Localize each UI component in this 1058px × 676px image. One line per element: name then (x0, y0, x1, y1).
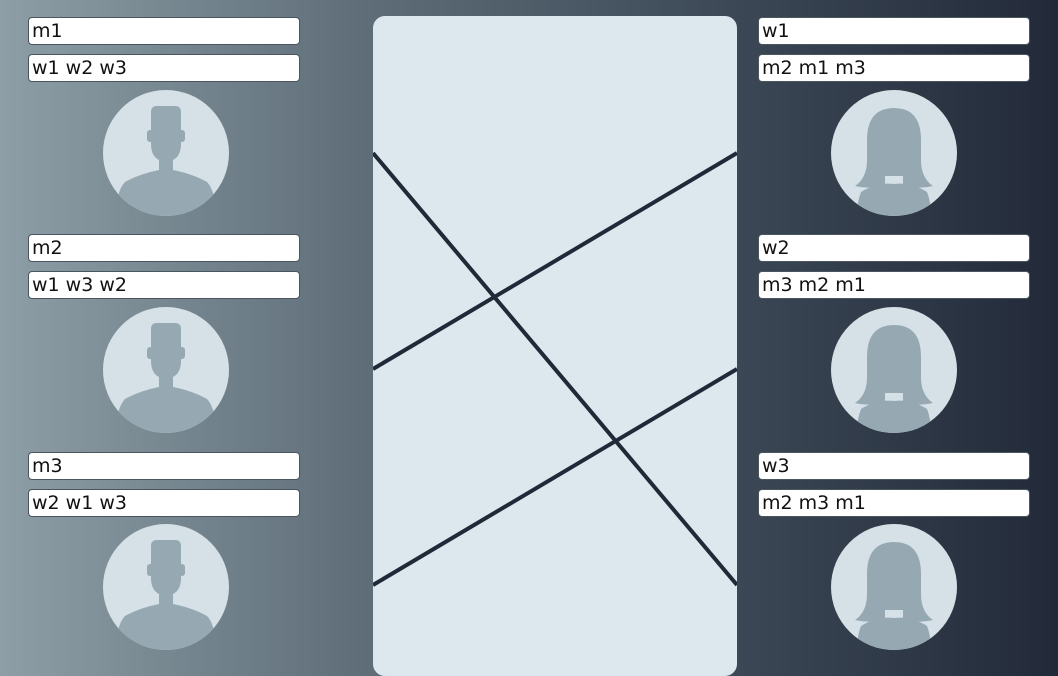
woman-preferences-field-2[interactable]: m3 m2 m1 (758, 271, 1030, 299)
woman-name-field-3[interactable]: w3 (758, 452, 1030, 480)
man-avatar-icon (103, 524, 229, 650)
match-line-m1-w3 (373, 151, 737, 587)
woman-preferences-field-1[interactable]: m2 m1 m3 (758, 54, 1030, 82)
man-avatar-icon (103, 90, 229, 216)
match-line-m3-w2 (373, 367, 737, 587)
woman-name-field-2[interactable]: w2 (758, 234, 1030, 262)
match-lines (373, 151, 737, 587)
matching-panel (373, 16, 737, 676)
man-name-field-1[interactable]: m1 (28, 17, 300, 45)
woman-avatar-icon (831, 90, 957, 216)
woman-name-field-1[interactable]: w1 (758, 17, 1030, 45)
man-name-field-2[interactable]: m2 (28, 234, 300, 262)
woman-avatar-icon (831, 307, 957, 433)
man-name-field-3[interactable]: m3 (28, 452, 300, 480)
man-preferences-field-3[interactable]: w2 w1 w3 (28, 489, 300, 517)
man-preferences-field-2[interactable]: w1 w3 w2 (28, 271, 300, 299)
woman-avatar-icon (831, 524, 957, 650)
match-line-m2-w1 (373, 151, 737, 371)
woman-preferences-field-3[interactable]: m2 m3 m1 (758, 489, 1030, 517)
man-avatar-icon (103, 307, 229, 433)
man-preferences-field-1[interactable]: w1 w2 w3 (28, 54, 300, 82)
